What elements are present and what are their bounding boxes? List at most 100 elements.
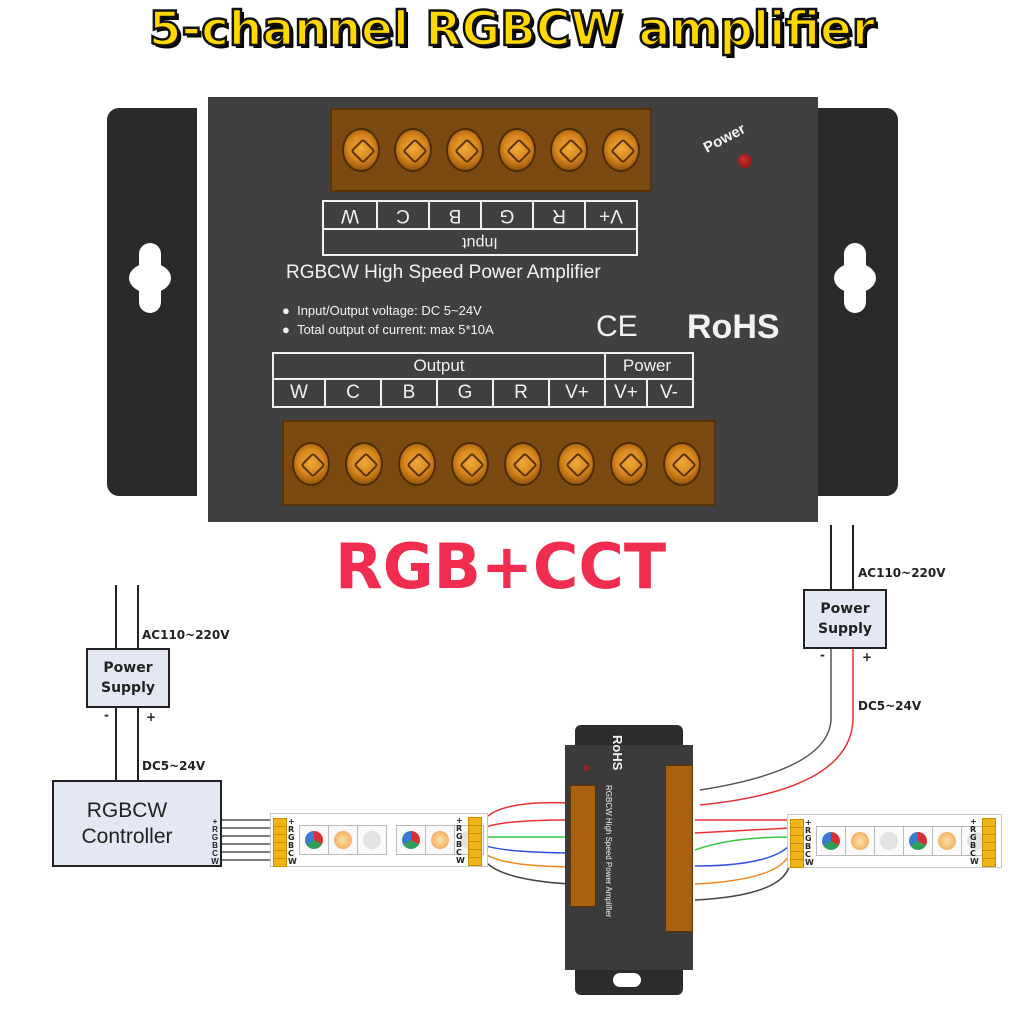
- rohs-mark: RoHS: [687, 308, 780, 346]
- small-rohs-mark: RoHS: [610, 735, 625, 771]
- pad-label: W: [456, 856, 465, 865]
- pin-label: C: [212, 849, 218, 858]
- rgb-led-icon: [903, 826, 933, 856]
- pin-label: B: [212, 841, 218, 850]
- terminal-screw: [451, 442, 489, 486]
- solder-pad: [790, 859, 804, 868]
- pad-label: R: [805, 826, 812, 835]
- output-caption: Output: [274, 354, 606, 378]
- terminal-screw: [557, 442, 595, 486]
- pin-label: W: [211, 857, 219, 866]
- terminal-screw: [292, 442, 330, 486]
- strip-to-amp-input-wires: [483, 801, 571, 885]
- right-dc-label: DC5~24V: [858, 699, 922, 713]
- right-psu-minus: -: [820, 648, 825, 662]
- controller-label-line2: Controller: [81, 825, 173, 848]
- terminal-screw: [663, 442, 701, 486]
- pad-label: R: [970, 825, 977, 834]
- right-psu-plus: +: [862, 650, 873, 664]
- pad-label: +: [456, 816, 463, 825]
- amp-output-to-strip-wires: [694, 819, 791, 901]
- output-channel-label: C: [326, 380, 382, 406]
- terminal-screw: [504, 442, 542, 486]
- pad-label: +: [805, 818, 812, 827]
- pad-label: C: [970, 849, 976, 858]
- psu-label-line2: Supply: [100, 680, 156, 696]
- warm-white-led-icon: [932, 826, 962, 856]
- terminal-screw: [550, 128, 588, 172]
- terminal-screw: [345, 442, 383, 486]
- pin-label: R: [212, 825, 218, 834]
- left-ac-label: AC110~220V: [142, 628, 230, 642]
- psu-label-line1: Power: [103, 660, 153, 676]
- left-dc-label: DC5~24V: [142, 759, 206, 773]
- terminal-screw: [398, 442, 436, 486]
- pad-label: W: [288, 857, 297, 866]
- pad-label: R: [288, 825, 295, 834]
- rgb-led-icon: [299, 825, 329, 855]
- terminal-screw: [610, 442, 648, 486]
- controller-label-line1: RGBCW: [86, 799, 168, 822]
- amplifier-small: RoHS RGBCW High Speed Power Amplifier: [565, 725, 693, 995]
- pad-label: C: [288, 849, 294, 858]
- pad-label: W: [805, 858, 814, 867]
- pad-label: C: [805, 850, 811, 859]
- pad-label: B: [456, 840, 463, 849]
- left-psu-plus: +: [146, 710, 157, 724]
- terminal-screw: [446, 128, 484, 172]
- mounting-ear-left: [107, 108, 197, 496]
- left-power-supply-box: Power Supply: [86, 648, 170, 708]
- rgb-led-icon: [396, 825, 426, 855]
- terminal-screw: [498, 128, 536, 172]
- warm-white-led-icon: [328, 825, 358, 855]
- cool-white-led-icon: [874, 826, 904, 856]
- solder-pad: [982, 858, 996, 867]
- output-channel-label: W: [274, 380, 326, 406]
- strip-right-end-pads: + R G B C W: [970, 816, 1000, 867]
- left-psu-minus: -: [104, 708, 109, 722]
- output-terminal-block: [282, 420, 716, 506]
- spec-voltage: Input/Output voltage: DC 5~24V: [297, 303, 482, 318]
- page-title: 5-channel RGBCW amplifier: [148, 1, 877, 59]
- pad-label: W: [970, 857, 979, 866]
- pin-label: G: [211, 833, 219, 842]
- small-product-name: RGBCW High Speed Power Amplifier: [604, 785, 613, 918]
- pad-label: B: [805, 842, 812, 851]
- bullet-icon: ●: [282, 322, 298, 337]
- pad-label: G: [456, 832, 463, 841]
- small-output-terminal: [665, 765, 693, 932]
- led-strip-right: + R G B C W: [787, 814, 1002, 868]
- terminal-screw: [394, 128, 432, 172]
- output-channel-label: V+: [550, 380, 606, 406]
- dc-wire-right-minus: [699, 647, 832, 791]
- solder-pad: [273, 858, 287, 867]
- pad-label: B: [288, 841, 295, 850]
- product-name: RGBCW High Speed Power Amplifier: [286, 262, 601, 283]
- mounting-ear-right: [808, 108, 898, 496]
- right-ac-label: AC110~220V: [858, 566, 946, 580]
- power-channel-label: V-: [660, 382, 678, 403]
- pad-label: R: [456, 824, 463, 833]
- pad-label: B: [970, 841, 977, 850]
- dc-wire-right-plus: [699, 647, 854, 806]
- power-led-icon: [738, 154, 752, 168]
- input-terminal-block: [330, 108, 652, 192]
- ce-mark: CE: [596, 310, 638, 343]
- rgbcw-controller-box: RGBCW Controller + R G B C W: [52, 780, 222, 867]
- psu-label-line1: Power: [820, 601, 870, 617]
- warm-white-led-icon: [845, 826, 875, 856]
- terminal-screw: [602, 128, 640, 172]
- mounting-slot: [129, 243, 171, 313]
- rgb-led-icon: [816, 826, 846, 856]
- small-power-led-icon: [583, 765, 589, 771]
- output-channel-label: G: [438, 380, 494, 406]
- pad-label: +: [970, 817, 977, 826]
- spec-list: ● Input/Output voltage: DC 5~24V ● Total…: [282, 303, 494, 337]
- small-input-terminal: [570, 785, 596, 907]
- mounting-slot: [613, 973, 641, 987]
- solder-pad: [468, 857, 482, 866]
- strip-left-end-pads: + R G B C W: [456, 815, 486, 866]
- pad-label: G: [288, 833, 295, 842]
- pad-label: C: [456, 848, 462, 857]
